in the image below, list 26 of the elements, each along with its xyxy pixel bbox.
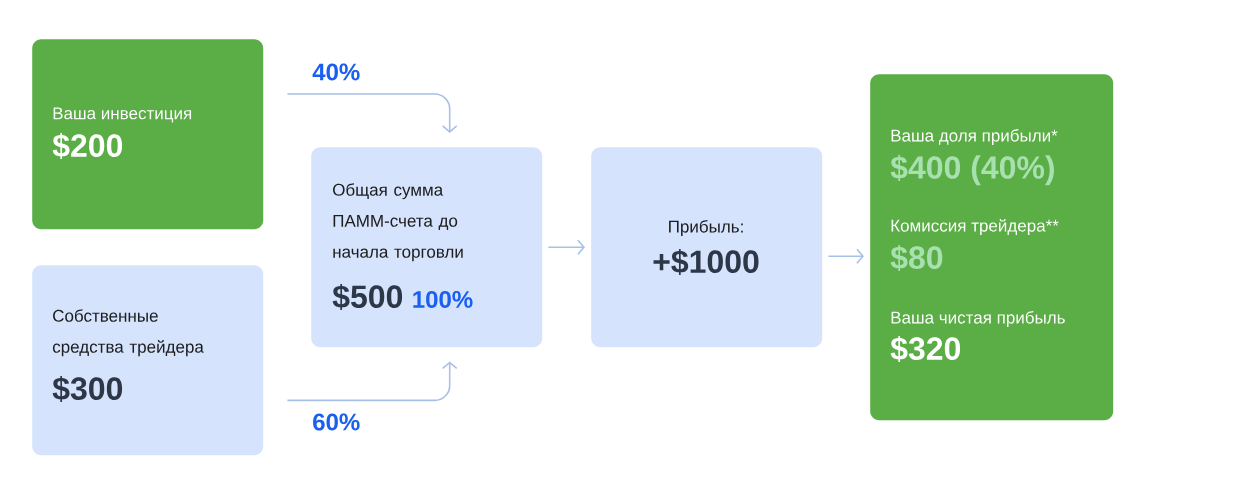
box-label: Ваша доля прибыли* — [891, 129, 1058, 145]
box-label: Ваша инвестиция — [53, 107, 192, 123]
info-box — [311, 147, 543, 348]
amount: +$1000 — [653, 248, 759, 276]
box-label: Собственные средства трейдера — [52, 309, 204, 357]
amount: $80 — [890, 244, 943, 272]
percent: 100% — [413, 290, 473, 308]
edge-label: 60% — [313, 413, 360, 431]
arrow — [286, 361, 458, 402]
info-box — [870, 74, 1114, 421]
edge-label: 40% — [312, 63, 360, 81]
amount: $200 — [52, 132, 123, 160]
box-label: Прибыль: — [669, 220, 743, 236]
amount: $300 — [52, 375, 123, 403]
info-box — [591, 147, 823, 348]
amount: $500 — [332, 283, 403, 311]
info-box — [32, 39, 264, 230]
box-label: Комиссия трейдера** — [891, 218, 1059, 236]
arrow — [547, 239, 585, 255]
box-label: Ваша чистая прибыль — [891, 311, 1065, 327]
info-box — [32, 265, 264, 456]
amount: $320 — [890, 335, 961, 363]
arrow — [286, 93, 458, 133]
amount: $400 (40%) — [890, 154, 1054, 186]
box-label: Общая сумма ПАММ-счета до начала торговли — [333, 183, 463, 262]
arrow — [827, 248, 864, 264]
